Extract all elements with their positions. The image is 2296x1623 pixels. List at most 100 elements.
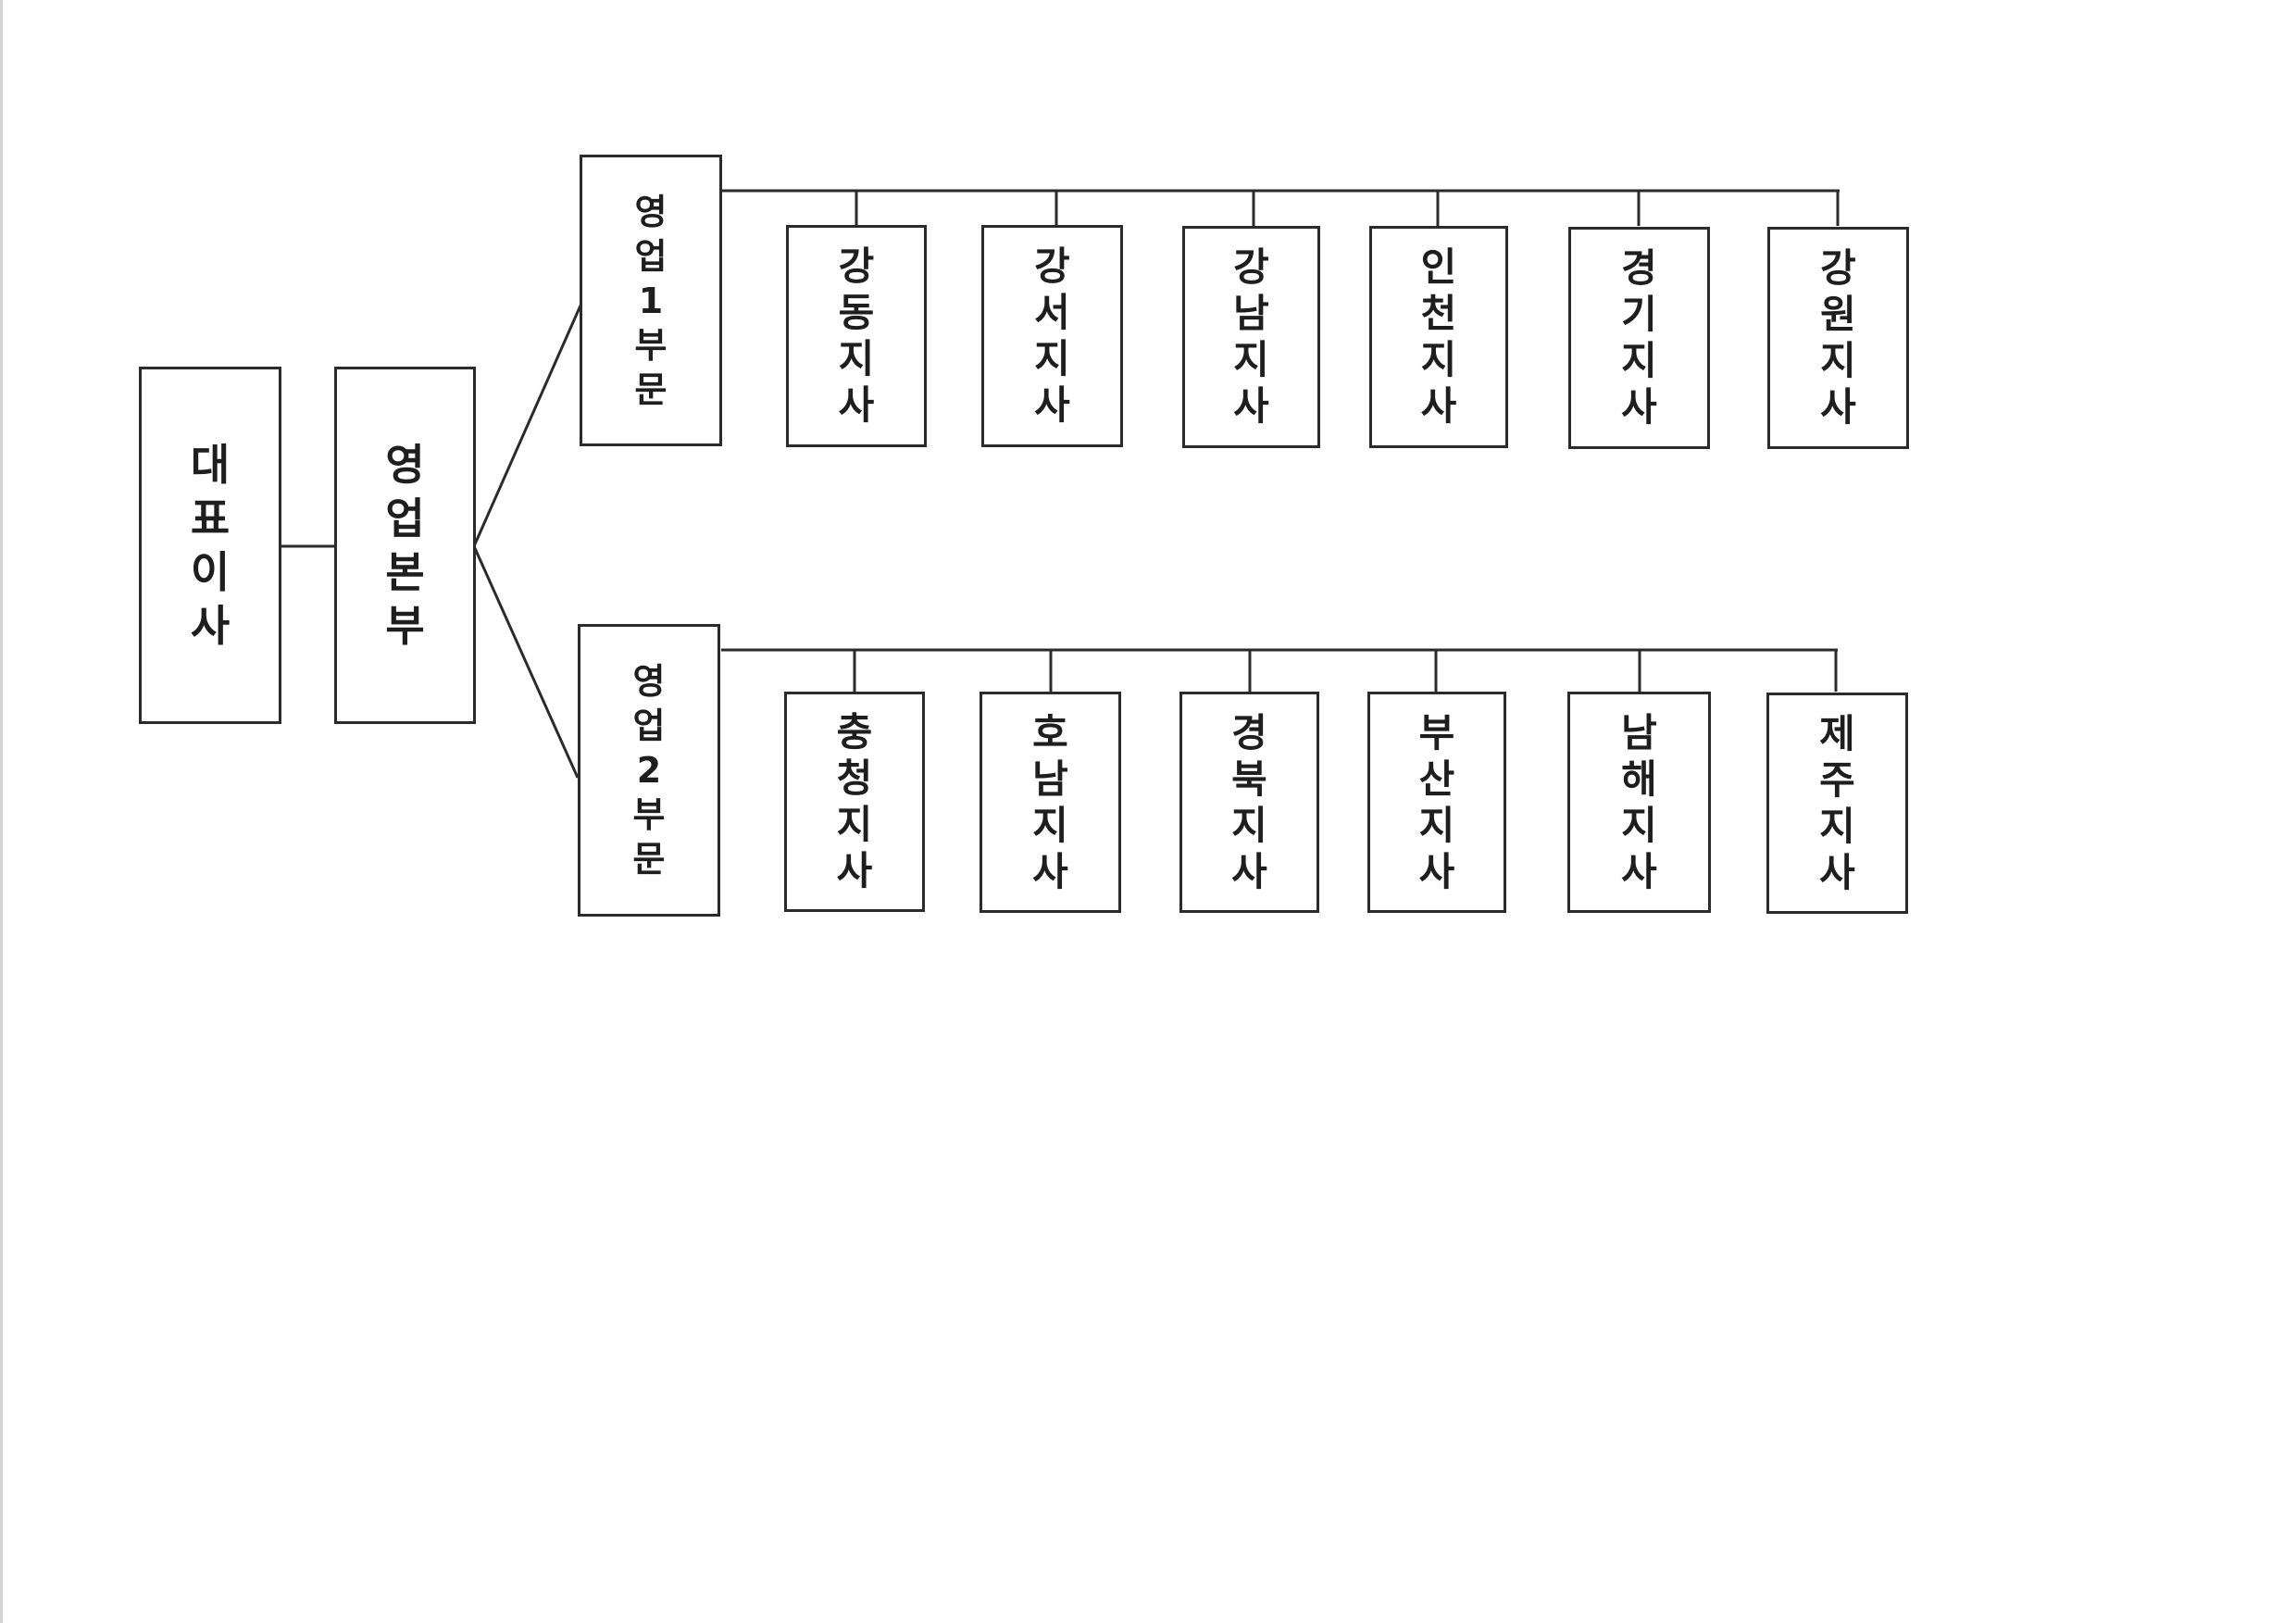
label-char: 부	[634, 324, 668, 366]
label-char: 경	[1231, 709, 1267, 755]
label-char: 지	[1231, 802, 1267, 848]
label-char: 사	[838, 382, 875, 428]
label-char: 사	[190, 601, 231, 651]
label-char: 지	[1034, 336, 1070, 381]
label-char: 호	[1032, 709, 1068, 755]
scan-edge	[0, 0, 3, 1623]
label-char: 산	[1418, 755, 1455, 802]
label-char: 부	[632, 794, 666, 835]
label-char: 원	[1820, 292, 1856, 337]
label-char: 사	[1231, 848, 1267, 894]
label-char: 지	[1621, 802, 1657, 848]
label-char: 영	[632, 661, 666, 702]
label-char: 지	[1621, 338, 1657, 383]
label-char: 지	[836, 802, 873, 847]
label-char: 강	[1820, 245, 1856, 291]
label-char: 1	[638, 280, 664, 321]
label-char: 지	[838, 336, 875, 381]
label-char: 업	[634, 235, 668, 277]
label-char: 지	[1819, 803, 1855, 849]
label-char: 지	[1032, 802, 1068, 848]
label-char: 사	[1034, 382, 1070, 428]
label-char: 사	[1032, 848, 1068, 894]
label-char: 문	[634, 368, 668, 410]
label-char: 제	[1819, 710, 1855, 756]
label-char: 이	[190, 547, 231, 597]
label-char: 충	[836, 709, 873, 755]
connector-hq-div1	[472, 305, 582, 547]
label-char: 업	[632, 705, 666, 746]
label-char: 문	[632, 839, 666, 880]
label-char: 부	[385, 601, 425, 651]
label-char: 본	[385, 547, 425, 597]
label-char: 표	[190, 493, 231, 543]
label-char: 부	[1418, 709, 1455, 755]
label-char: 사	[1621, 848, 1657, 894]
label-char: 지	[1420, 337, 1457, 382]
label-char: 지	[1233, 337, 1269, 382]
label-char: 동	[838, 290, 875, 335]
label-char: 주	[1819, 756, 1855, 803]
label-char: 영	[385, 440, 425, 490]
label-char: 지	[1418, 802, 1455, 848]
label-char: 사	[1820, 384, 1856, 430]
label-char: 대	[190, 440, 231, 490]
label-char: 사	[836, 848, 873, 893]
label-char: 강	[838, 243, 875, 289]
label-char: 기	[1621, 292, 1657, 337]
label-char: 남	[1621, 709, 1657, 755]
label-char: 천	[1420, 291, 1457, 336]
label-char: 남	[1233, 291, 1269, 336]
label-char: 2	[636, 750, 662, 791]
label-char: 강	[1233, 244, 1269, 290]
label-char: 사	[1418, 848, 1455, 894]
label-char: 인	[1420, 244, 1457, 290]
label-char: 강	[1034, 243, 1070, 289]
label-char: 지	[1820, 338, 1856, 383]
label-char: 사	[1233, 383, 1269, 429]
label-char: 사	[1420, 383, 1457, 429]
label-char: 경	[1621, 245, 1657, 291]
connector-hq-div2	[472, 545, 580, 779]
label-char: 남	[1032, 755, 1068, 802]
label-char: 업	[385, 493, 425, 543]
label-char: 해	[1621, 755, 1657, 802]
label-char: 서	[1034, 290, 1070, 335]
label-char: 사	[1621, 384, 1657, 430]
label-char: 사	[1819, 849, 1855, 895]
label-char: 영	[634, 191, 668, 232]
label-char: 북	[1231, 755, 1267, 802]
label-char: 청	[836, 755, 873, 801]
